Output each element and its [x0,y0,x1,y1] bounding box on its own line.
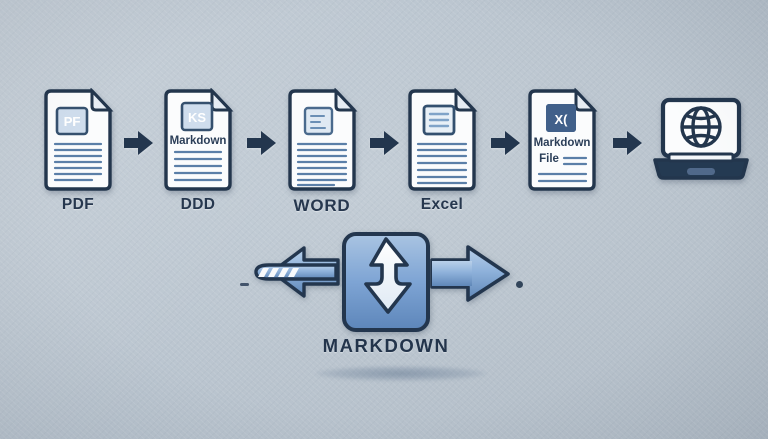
pipeline-node-excel[interactable]: Excel [394,88,490,223]
hub-label: MARKDOWN [322,335,450,356]
doc-badge-text: PF [64,114,81,129]
hub-left-tick [240,283,249,286]
arrow-left-motion-icon [254,246,340,298]
hub-ground-shadow [316,366,486,381]
document-icon: KS Markdown [160,88,236,192]
pipeline-node-word[interactable]: WORD [274,88,370,223]
document-icon: PF PF [40,88,116,192]
doc-inner-text: Markdown [534,137,591,149]
document-icon [404,88,480,192]
bidirectional-up-down-arrow-icon [364,237,412,314]
doc-badge-text: X( [555,112,569,127]
arrow-right-icon [430,245,510,302]
pipeline-node-label: DDD [180,196,216,213]
svg-text:PF: PF [64,114,81,129]
document-icon [284,88,360,192]
pipeline-node-label: WORD [293,196,351,215]
document-icon: X( Markdown File [524,88,600,192]
hub-right-dot [516,281,523,288]
markdown-hub[interactable]: MARKDOWN [236,232,536,362]
pipeline-node-ddd[interactable]: KS Markdown DDD [150,88,246,223]
arrow-right-icon [122,128,156,158]
conversion-pipeline: PF PF PDF [0,88,768,223]
laptop-globe-icon [649,96,753,182]
svg-text:File: File [539,153,559,165]
pipeline-node-label: PDF [61,196,95,213]
pipeline-node-web[interactable] [645,88,757,223]
pipeline-node-label: Excel [420,196,464,213]
arrow-right-icon [611,128,645,158]
arrow-right-icon [245,128,279,158]
doc-badge-text: KS [188,110,206,125]
arrow-right-icon [368,128,402,158]
pipeline-node-markdown-file[interactable]: X( Markdown File [514,88,610,223]
arrow-right-icon [489,128,523,158]
pipeline-node-pdf[interactable]: PF PF PDF [30,88,126,223]
doc-inner-text: Markdown [170,135,227,147]
